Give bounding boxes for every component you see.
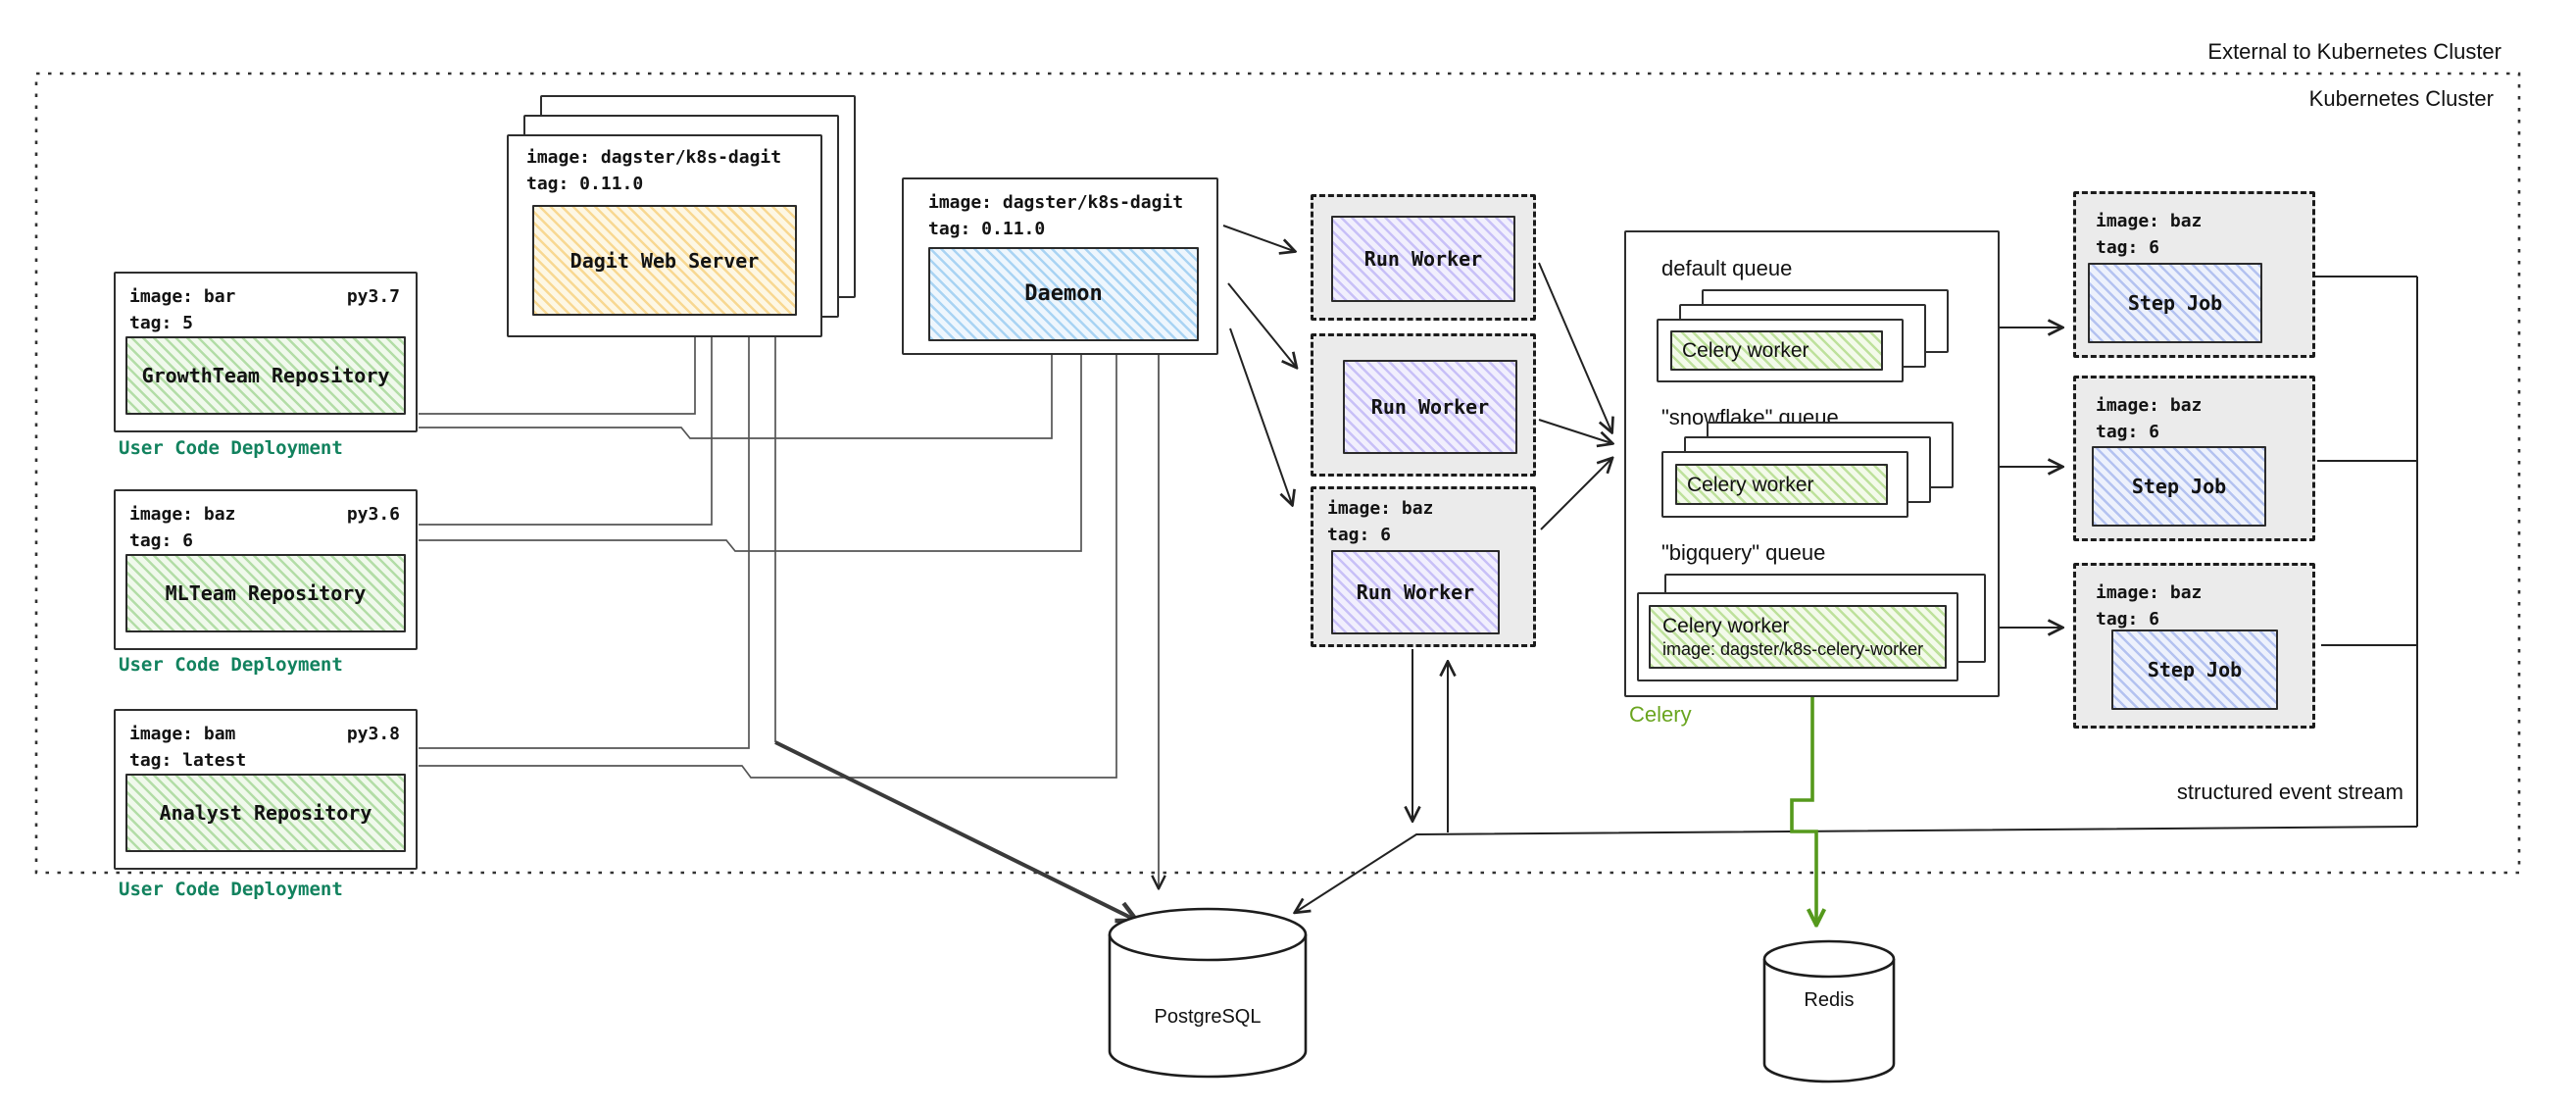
run-worker-1-pod: Run Worker [1311,194,1536,321]
kubernetes-cluster-border [34,72,2521,875]
step-job-label: Step Job [2092,446,2266,527]
dagit-webserver-box: image: dagster/k8s-dagit tag: 0.11.0 Dag… [507,134,822,337]
deployment-mlteam-box: image: baz py3.6 tag: 6 MLTeam Repositor… [114,489,418,650]
stepjob-event-lines [2313,276,2418,827]
user-code-deployment-caption: User Code Deployment [119,654,343,676]
celery-worker-label: Celery worker [1675,464,1888,505]
daemon-to-runworker-arrows [1222,225,1296,504]
redis-cylinder [1762,939,1896,1083]
celery-worker-label: Celery worker [1662,615,1790,637]
celery-to-redis-arrow [1790,697,1816,924]
run-worker-tag-line: tag: 6 [1327,525,1392,545]
user-code-deployment-caption: User Code Deployment [119,879,343,900]
daemon-image-line: image: dagster/k8s-dagit [928,192,1184,213]
daemon-label: Daemon [928,247,1199,341]
dagit-webserver-label: Dagit Web Server [532,205,797,316]
deployment-tag-line: tag: 5 [129,313,194,333]
run-worker-label: Run Worker [1343,360,1517,454]
celery-worker-stack-snowflake: Celery worker [1661,422,1954,518]
dagit-tag-line: tag: 0.11.0 [526,174,644,194]
celery-worker-image-line: image: dagster/k8s-celery-worker [1662,639,1924,659]
grpc-wires [419,337,1117,779]
dagit-image-line: image: dagster/k8s-dagit [526,147,782,168]
python-version-badge: py3.7 [346,286,400,307]
postgresql-cylinder [1108,907,1308,1079]
run-worker-2-pod: Run Worker [1311,333,1536,477]
step-job-label: Step Job [2088,263,2262,343]
daemon-tag-line: tag: 0.11.0 [928,219,1046,239]
run-worker-label: Run Worker [1331,550,1500,634]
run-worker-3-pod: image: baz tag: 6 Run Worker [1311,486,1536,647]
deployment-growthteam-box: image: bar py3.7 tag: 5 GrowthTeam Repos… [114,272,418,432]
celery-worker-label: Celery worker [1670,330,1883,371]
external-cluster-label: External to Kubernetes Cluster [2207,39,2502,64]
step-job-tag-line: tag: 6 [2096,237,2160,258]
redis-label: Redis [1804,989,1855,1011]
celery-worker-box: Celery worker image: dagster/k8s-celery-… [1637,592,1958,681]
deployment-image-line: image: bam [129,724,236,744]
step-job-2-pod: image: baz tag: 6 Step Job [2073,376,2315,541]
celery-worker-box: Celery worker [1661,451,1908,518]
python-version-badge: py3.6 [346,504,400,525]
user-code-deployment-caption: User Code Deployment [119,437,343,459]
deployment-tag-line: tag: latest [129,750,247,771]
step-job-1-pod: image: baz tag: 6 Step Job [2073,191,2315,358]
dagit-to-postgres-arrow [774,740,1135,920]
dagit-webserver-stack: image: dagster/k8s-dagit tag: 0.11.0 Dag… [507,95,856,337]
structured-event-stream-label: structured event stream [2176,780,2403,804]
mlteam-repository-box: MLTeam Repository [125,554,406,632]
deployment-image-line: image: bar [129,286,236,307]
deployment-tag-line: tag: 6 [129,530,194,551]
postgresql-label: PostgreSQL [1154,1006,1262,1028]
growthteam-repository-box: GrowthTeam Repository [125,336,406,415]
step-job-image-line: image: baz [2096,395,2203,416]
celery-worker-stack-default: Celery worker [1657,289,1949,382]
python-version-badge: py3.8 [346,724,400,744]
daemon-box: image: dagster/k8s-dagit tag: 0.11.0 Dae… [902,177,1218,355]
step-job-label: Step Job [2111,630,2278,710]
step-job-tag-line: tag: 6 [2096,609,2160,630]
analyst-repository-box: Analyst Repository [125,774,406,852]
step-job-image-line: image: baz [2096,582,2203,603]
step-job-3-pod: image: baz tag: 6 Step Job [2073,563,2315,729]
run-worker-label: Run Worker [1331,216,1515,302]
default-queue-label: default queue [1661,256,1793,280]
event-stream-to-postgres-arrow [1296,826,2418,912]
bigquery-queue-label: "bigquery" queue [1661,540,1826,565]
kubernetes-cluster-label: Kubernetes Cluster [2308,86,2494,111]
runworker-event-arrows [1412,649,1448,832]
runworker-to-celery-arrows [1538,262,1611,530]
step-job-image-line: image: baz [2096,211,2203,231]
run-worker-image-line: image: baz [1327,498,1434,519]
deployment-image-line: image: baz [129,504,236,525]
celery-container: default queue Celery worker "snowflake" … [1624,230,2000,697]
deployment-analyst-box: image: bam py3.8 tag: latest Analyst Rep… [114,709,418,870]
celery-caption: Celery [1629,702,1692,727]
celery-worker-stack-bigquery: Celery worker image: dagster/k8s-celery-… [1637,574,1986,681]
celery-worker-detail-box: Celery worker image: dagster/k8s-celery-… [1649,605,1947,669]
celery-worker-box: Celery worker [1657,319,1904,382]
step-job-tag-line: tag: 6 [2096,422,2160,442]
